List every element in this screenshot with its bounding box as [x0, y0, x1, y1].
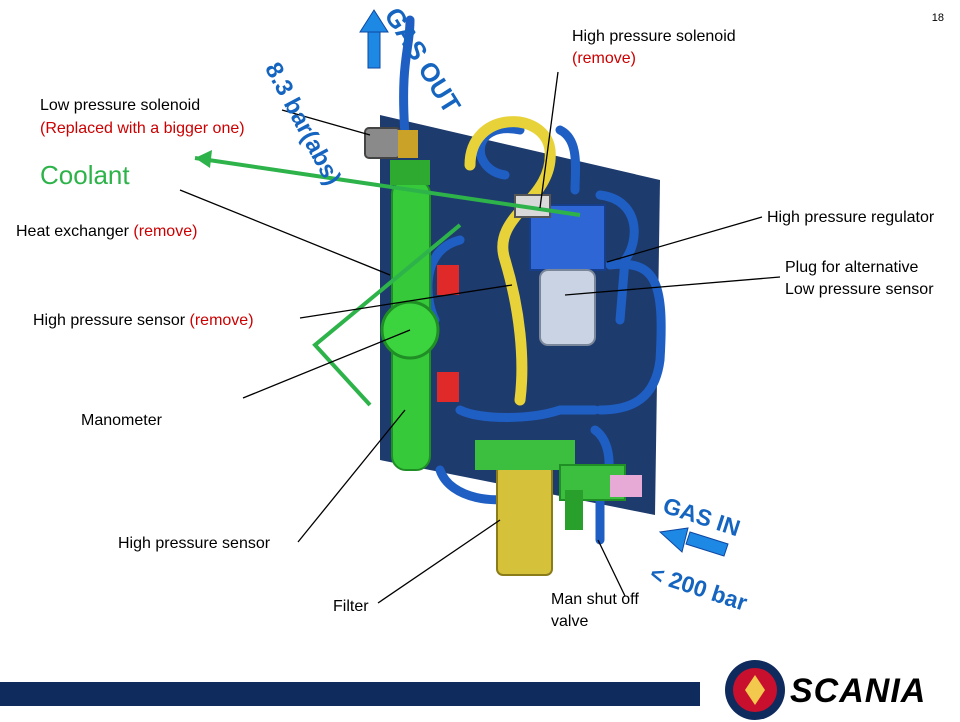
red-fitting	[437, 372, 459, 402]
heat-exchanger-top	[390, 160, 430, 185]
pink-fitting	[610, 475, 642, 497]
filter-top	[475, 440, 575, 470]
label-filter: Filter	[333, 598, 369, 615]
label-manometer: Manometer	[81, 412, 162, 429]
gas-in-arrow	[658, 527, 729, 557]
label-high-pressure-sensor-remove: High pressure sensor (remove)	[33, 310, 254, 331]
label-high-pressure-solenoid: High pressure solenoid	[572, 28, 736, 45]
low-pressure-solenoid-shape	[364, 127, 401, 159]
scania-emblem	[725, 660, 785, 720]
footer-bar	[0, 682, 700, 706]
valve-handle	[565, 490, 583, 530]
gas-out-arrow	[359, 9, 389, 69]
red-fitting	[437, 265, 459, 295]
coolant-arrowhead	[195, 150, 212, 168]
high-pressure-sensor-remove-text: High pressure sensor	[33, 312, 190, 329]
heat-exchanger-note: (remove)	[133, 223, 198, 240]
label-man-shut-off-valve-1: Man shut off	[551, 591, 639, 608]
label-heat-exchanger: Heat exchanger (remove)	[16, 221, 197, 242]
label-plug-2: Low pressure sensor	[785, 281, 934, 298]
label-man-shut-off-valve-2: valve	[551, 613, 589, 630]
brass-fitting	[398, 130, 418, 158]
label-high-pressure-regulator: High pressure regulator	[767, 209, 935, 226]
label-low-pressure-solenoid: Low pressure solenoid	[40, 97, 201, 114]
label-plug-1: Plug for alternative	[785, 259, 919, 276]
heat-exchanger-text: Heat exchanger	[16, 223, 134, 240]
brand-logo-text: SCANIA	[790, 672, 927, 710]
leader-lines	[179, 71, 781, 604]
filter-shape	[496, 464, 553, 576]
label-coolant: Coolant	[40, 160, 130, 190]
page-number: 18	[931, 12, 944, 24]
blue-pipes	[399, 15, 666, 545]
label-high-pressure-solenoid-note: (remove)	[572, 50, 637, 67]
coolant-arrows	[194, 156, 581, 407]
high-pressure-sensor-remove-note: (remove)	[189, 312, 254, 329]
label-high-pressure-sensor: High pressure sensor	[118, 535, 271, 552]
regulator-bowl	[539, 269, 596, 346]
label-low-pressure-solenoid-note: (Replaced with a bigger one)	[40, 120, 245, 137]
